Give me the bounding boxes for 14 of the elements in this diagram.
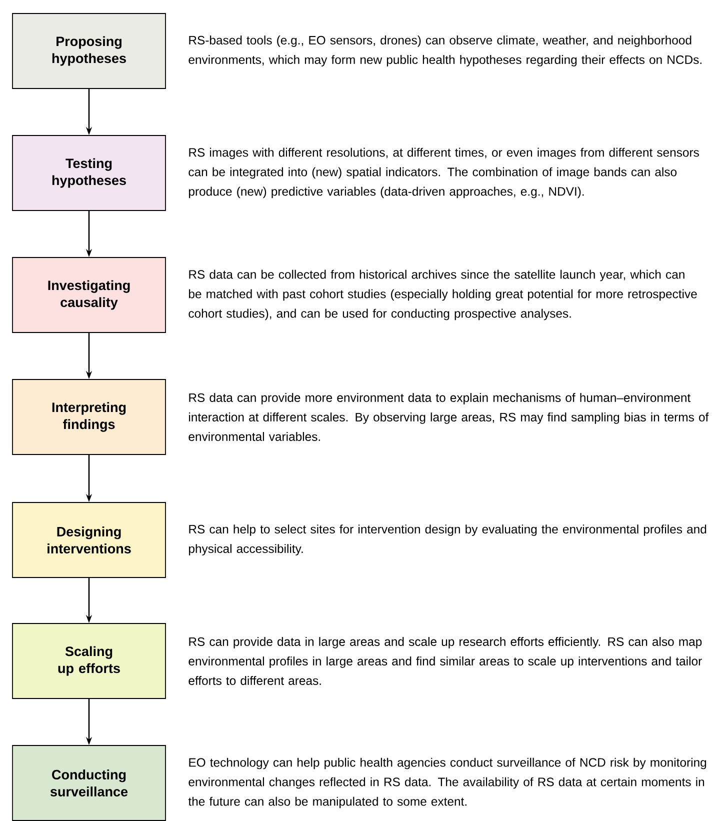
description-text: RS can provide data in large areas and scale up research efforts efficiently. RS can also map environmental profiles in large areas and find similar areas to scale up interventions and tailor efforts to different areas. <box>188 637 702 685</box>
description-text: RS images with different resolutions, at different times, or even images from different sensors can be integrated into (new) spatial indicators. The combination of image bands can also produce (new) predictive variables (data-driven approaches, e.g., NDVI). <box>188 148 699 198</box>
description-text: RS data can provide more environment data to explain mechanisms of human–environment interaction at different scales. By observing large areas, RS may find sampling bias in terms of environmental variables. <box>188 393 709 441</box>
process-box: Designing interventions <box>12 502 166 578</box>
process-box: Scaling up efforts <box>12 623 166 699</box>
process-box: Proposing hypotheses <box>12 13 166 89</box>
description-text: RS-based tools (e.g., EO sensors, drones) can observe climate, weather, and neighborhood environments, which may form new public health hypotheses regarding their effects on NCDs. <box>188 36 702 66</box>
description-text: RS data can be collected from historical archives since the satellite launch year, which can be matched with past cohort studies (especially holding great potential for more retrospective cohort studies), and can be used for conducting prospective analyses. <box>188 270 697 320</box>
description-text: RS can help to select sites for intervention design by evaluating the environmental profiles and physical accessibility. <box>188 524 706 556</box>
process-box: Investigating causality <box>12 257 166 333</box>
process-box: Conducting surveillance <box>12 745 166 821</box>
process-box: Testing hypotheses <box>12 135 166 211</box>
description-text: EO technology can help public health agencies conduct surveillance of NCD risk by monitoring environmental changes reflected in RS data. The availability of RS data at certain moments in the future can also be manipulated to some extent. <box>188 758 706 808</box>
process-box: Interpreting findings <box>12 379 166 455</box>
